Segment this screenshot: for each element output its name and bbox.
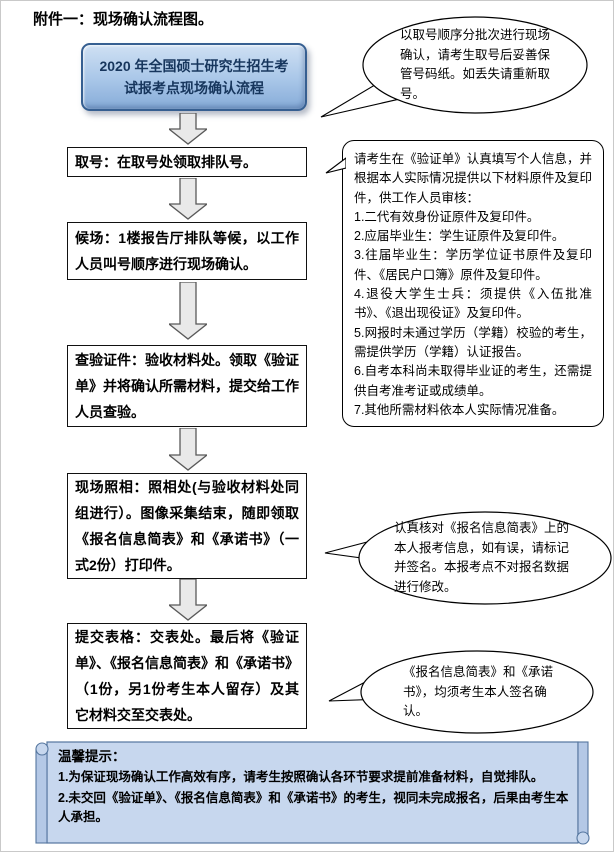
oval-callout-shape — [328, 650, 594, 734]
flow-step-submit-forms: 提交表格：交表处。最后将《验证单》、《报名信息简表》和《承诺书》（1份，另1份考… — [67, 623, 307, 729]
down-arrow-icon — [169, 428, 207, 471]
flow-step-text: 现场照相：照相处(与验收材料处同组进行）。图像采集结束，随即领取《报名信息简表》… — [75, 479, 299, 573]
tips-scroll-banner: 温馨提示： 1.为保证现场确认工作高效有序，请考生按照确认各环节要求提前准备材料… — [34, 739, 590, 847]
flow-title-box: 2020 年全国硕士研究生招生考试报考点现场确认流程 — [81, 43, 307, 111]
callout-text: 认真核对《报名信息简表》上的本人报考信息，如有误，请标记并签名。本报考点不对报名… — [394, 521, 570, 594]
materials-item: 3.往届毕业生：学历学位证书原件及复印件、《居民户口簿》原件及复印件。 — [354, 248, 592, 282]
callout-materials: 请考生在《验证单》认真填写个人信息，并根据本人实际情况提供以下材料原件及复印件，… — [325, 140, 604, 427]
callout-take-number: 以取号顺序分批次进行现场确认，请考生取号后妥善保管号码纸。如丢失请重新取号。 — [313, 13, 591, 125]
down-arrow-icon — [169, 282, 207, 340]
tip-line: 2.未交回《验证单》、《报名信息简表》和《承诺书》的考生，视同未完成报名，后果由… — [58, 790, 569, 825]
flow-title-text: 2020 年全国硕士研究生招生考试报考点现场确认流程 — [99, 58, 289, 96]
materials-item: 5.网报时未通过学历（学籍）校验的考生，需提供学历（学籍）认证报告。 — [354, 325, 592, 359]
flow-step-text: 查验证件：验收材料处。领取《验证单》并将确认所需材料，提交给工作人员查验。 — [75, 352, 299, 420]
materials-item: 6.自考本科尚未取得毕业证的考生，还需提供自考准考证或成绩单。 — [354, 364, 592, 398]
callout-tail-shape — [325, 157, 346, 174]
materials-item: 7.其他所需材料依本人实际情况准备。 — [354, 402, 565, 417]
materials-item: 1.二代有效身份证原件及复印件。 — [354, 209, 540, 224]
scroll-shape — [35, 741, 590, 845]
oval-callout-shape — [320, 16, 588, 118]
callout-signature: 《报名信息简表》和《承诺书》，均须考生本人签名确认。 — [325, 649, 597, 737]
down-arrow-icon — [169, 178, 207, 220]
flow-step-photo: 现场照相：照相处(与验收材料处同组进行）。图像采集结束，随即领取《报名信息简表》… — [67, 473, 307, 579]
callout-text: 以取号顺序分批次进行现场确认，请考生取号后妥善保管号码纸。如丢失请重新取号。 — [400, 28, 551, 101]
tip-line: 1.为保证现场确认工作高效有序，请考生按照确认各环节要求提前准备材料，自觉排队。 — [58, 770, 544, 784]
materials-intro: 请考生在《验证单》认真填写个人信息，并根据本人实际情况提供以下材料原件及复印件，… — [354, 152, 592, 205]
attachment-heading: 附件一：现场确认流程图。 — [33, 11, 214, 28]
oval-callout-shape — [324, 511, 612, 605]
flow-step-check-documents: 查验证件：验收材料处。领取《验证单》并将确认所需材料，提交给工作人员查验。 — [67, 345, 307, 427]
flow-step-text: 提交表格：交表处。最后将《验证单》、《报名信息简表》和《承诺书》（1份，另1份考… — [75, 629, 299, 723]
flow-step-take-number: 取号：在取号处领取排队号。 — [67, 147, 307, 177]
materials-item: 2.应届毕业生：学生证原件及复印件。 — [354, 229, 565, 244]
flow-step-text: 取号：在取号处领取排队号。 — [75, 154, 257, 170]
callout-text: 《报名信息简表》和《承诺书》，均须考生本人签名确认。 — [403, 665, 554, 718]
down-arrow-icon — [169, 579, 207, 621]
flow-step-text: 候场：1楼报告厅排队等候，以工作人员叫号顺序进行现场确认。 — [75, 230, 299, 272]
callout-check-info: 认真核对《报名信息简表》上的本人报考信息，如有误，请标记并签名。本报考点不对报名… — [321, 509, 613, 607]
materials-item: 4.退役大学生士兵：须提供《入伍批准书》、《退出现役证》及复印件。 — [354, 287, 592, 321]
down-arrow-icon — [169, 113, 207, 145]
flow-step-waiting: 候场：1楼报告厅排队等候，以工作人员叫号顺序进行现场确认。 — [67, 222, 307, 280]
tips-title: 温馨提示： — [58, 749, 126, 764]
